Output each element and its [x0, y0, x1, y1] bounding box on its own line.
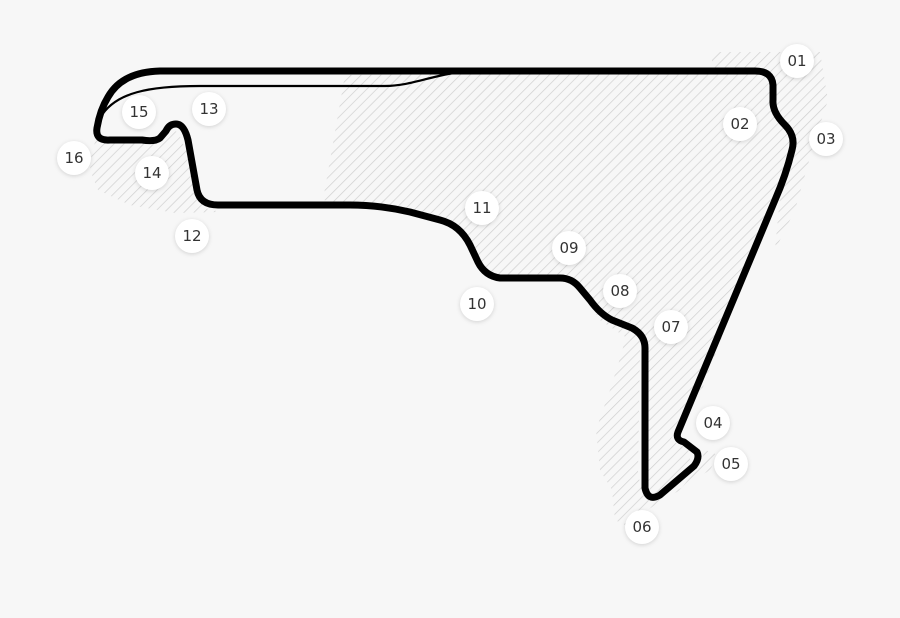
turn-marker-02: 02 — [723, 107, 757, 141]
turn-marker-14: 14 — [135, 156, 169, 190]
turn-number: 08 — [610, 282, 629, 300]
turn-marker-circle — [780, 44, 814, 78]
turn-marker-12: 12 — [175, 219, 209, 253]
turn-number: 13 — [199, 100, 218, 118]
turn-marker-circle — [723, 107, 757, 141]
turn-marker-circle — [696, 406, 730, 440]
turn-number: 15 — [129, 103, 148, 121]
turn-marker-03: 03 — [809, 122, 843, 156]
runoff-area-stadium — [596, 330, 718, 525]
turn-marker-circle — [552, 231, 586, 265]
turn-marker-04: 04 — [696, 406, 730, 440]
turn-marker-circle — [175, 219, 209, 253]
turn-marker-07: 07 — [654, 310, 688, 344]
turn-marker-10: 10 — [460, 287, 494, 321]
turn-marker-circle — [135, 156, 169, 190]
turn-marker-circle — [122, 95, 156, 129]
turn-marker-circle — [654, 310, 688, 344]
turn-marker-circle — [714, 447, 748, 481]
turn-marker-08: 08 — [603, 274, 637, 308]
turn-marker-circle — [603, 274, 637, 308]
turn-marker-01: 01 — [780, 44, 814, 78]
turn-marker-16: 16 — [57, 141, 91, 175]
turn-number: 05 — [721, 455, 740, 473]
turn-number: 16 — [64, 149, 83, 167]
turn-marker-13: 13 — [192, 92, 226, 126]
turn-number: 09 — [559, 239, 578, 257]
turn-marker-circle — [809, 122, 843, 156]
turn-marker-circle — [625, 510, 659, 544]
circuit-line — [93, 67, 797, 501]
turn-number: 14 — [142, 164, 161, 182]
turn-marker-05: 05 — [714, 447, 748, 481]
runoff-area-main — [323, 72, 790, 500]
turn-number: 12 — [182, 227, 201, 245]
pit-lane — [99, 70, 461, 119]
turn-marker-06: 06 — [625, 510, 659, 544]
turn-number: 01 — [787, 52, 806, 70]
turn-marker-circle — [465, 191, 499, 225]
turn-marker-09: 09 — [552, 231, 586, 265]
turn-marker-circle — [57, 141, 91, 175]
turn-number: 03 — [816, 130, 835, 148]
turn-marker-circle — [460, 287, 494, 321]
turn-number: 06 — [632, 518, 651, 536]
turn-marker-circle — [192, 92, 226, 126]
turn-marker-15: 15 — [122, 95, 156, 129]
turn-marker-11: 11 — [465, 191, 499, 225]
turn-number: 10 — [467, 295, 486, 313]
turn-number: 04 — [703, 414, 722, 432]
turn-number: 07 — [661, 318, 680, 336]
turn-number: 11 — [472, 199, 491, 217]
runoff-area-turn1 — [712, 52, 828, 250]
turn-number: 02 — [730, 115, 749, 133]
